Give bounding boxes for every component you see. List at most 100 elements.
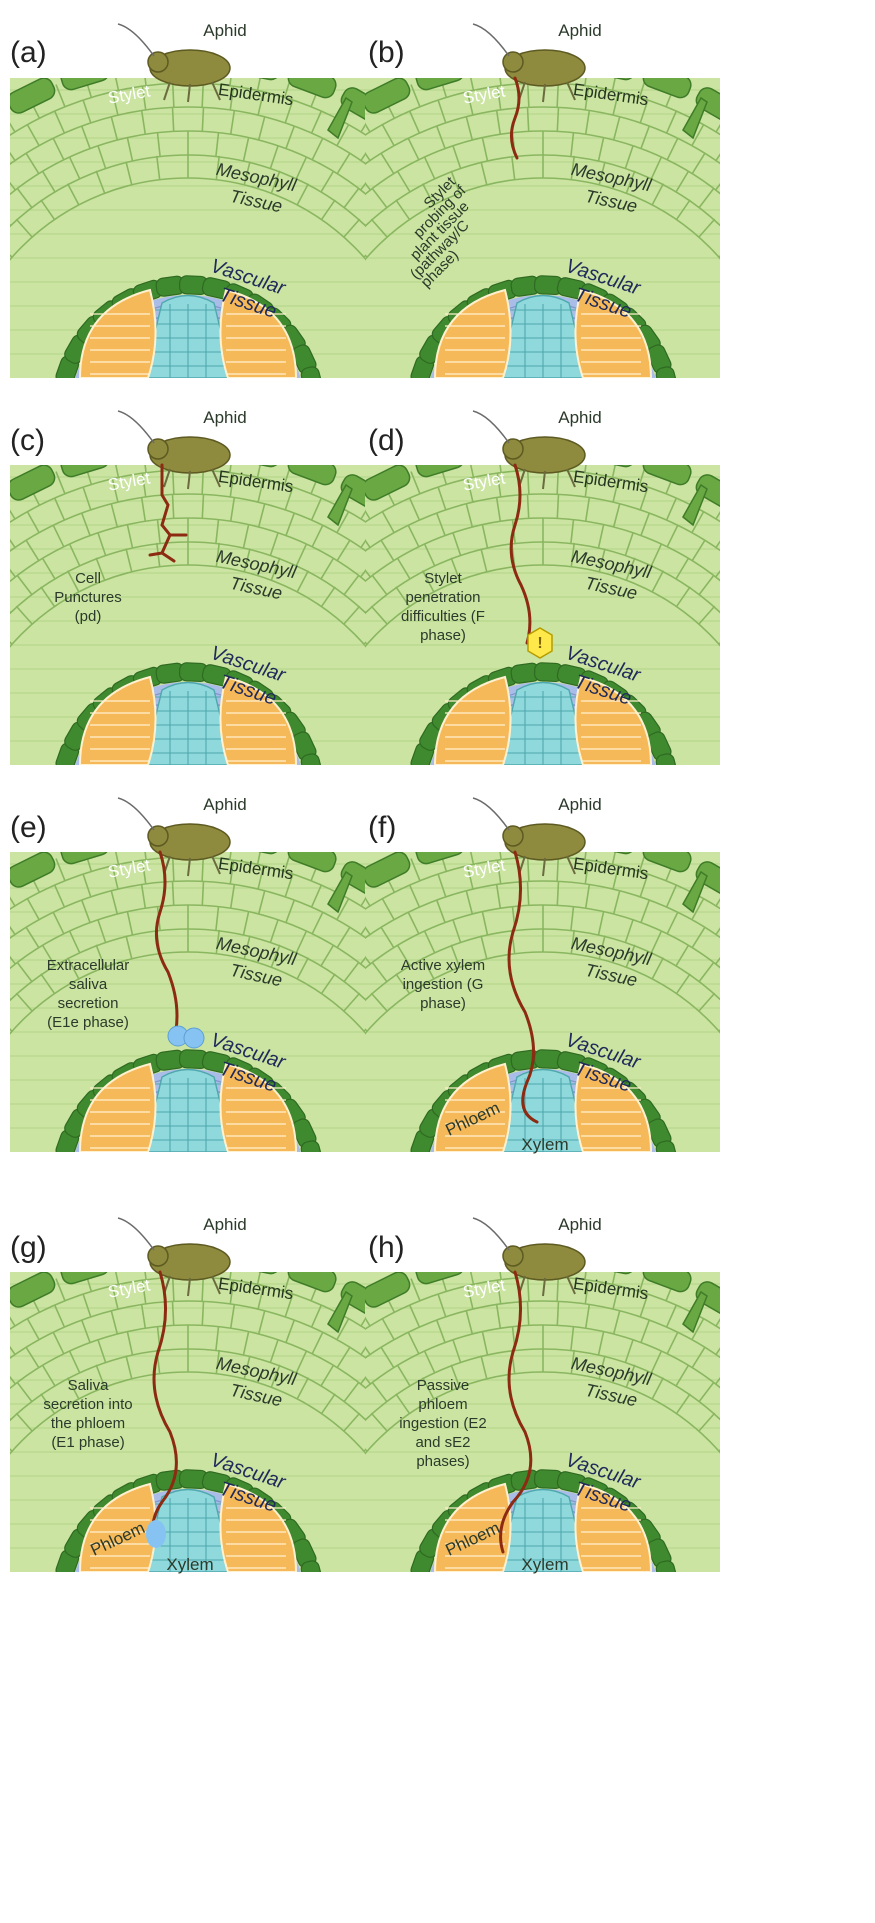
cell-wall [738,159,753,177]
cell-wall [757,988,775,1004]
cell-wall [763,321,785,330]
cell-wall [778,1396,796,1411]
warning-symbol: ! [537,635,542,652]
cell-wall [213,1592,237,1593]
cell-wall [800,1385,819,1400]
cell-wall [849,1592,873,1593]
cell-wall [739,128,753,147]
cell-wall [557,470,558,494]
cell-wall [776,1576,800,1579]
cell-wall [868,353,875,357]
cell-wall [783,1083,805,1092]
cell-wall [494,1172,518,1173]
cell-wall [801,785,825,786]
cell-wall [862,711,875,717]
cell-wall [719,1015,737,1031]
cell-wall [446,1172,470,1173]
cell-wall [286,1156,310,1159]
cell-wall [0,1402,11,1419]
cell-wall [528,470,529,494]
cell-wall [738,546,753,564]
cell-wall [854,295,875,303]
cell-wall [751,680,772,691]
cell-wall [757,642,777,655]
cell-wall [446,398,470,399]
cell-wall [862,1098,875,1104]
aphid-antenna [118,798,154,830]
cell-wall [739,902,753,921]
aphid-label: Aphid [203,795,246,814]
cell-wall [810,1026,831,1038]
cell-wall [286,382,310,385]
sheath-cell [405,1572,427,1602]
cell-wall [446,785,470,786]
cell-wall [494,398,518,399]
cell-wall [771,668,792,679]
cell-wall [517,1577,541,1579]
epidermis-cell [784,154,832,205]
cell-wall [819,738,843,743]
cell-wall [751,1487,772,1498]
cell-wall [421,1156,445,1159]
panel-letter: (h) [368,1231,405,1264]
cell-wall [868,1547,875,1551]
cell-wall [557,83,558,107]
phase-description-line: and sE2 [415,1434,470,1451]
saliva-droplet [184,1028,204,1048]
epidermis-cell [586,50,637,81]
aphid-antenna [118,24,154,56]
cell-wall [761,147,777,165]
cell-wall [190,383,214,385]
cell-wall [719,628,737,644]
cell-wall [778,589,796,604]
cell-wall [819,351,843,356]
cell-wall [736,1460,756,1474]
cell-wall [213,1172,237,1173]
cell-wall [740,1424,758,1440]
cell-wall [740,230,758,246]
aphid-antenna [118,1218,154,1250]
cell-wall [831,1434,852,1446]
cell-wall [816,989,836,1002]
epidermis-cell [784,541,832,592]
cell-wall [781,168,798,185]
cell-wall [795,1001,815,1015]
aphid-antenna [118,411,154,443]
sheath-cell [405,765,427,795]
cell-wall [528,857,529,881]
xylem-label: Xylem [166,1555,213,1574]
cell-wall [751,1067,772,1078]
cell-wall [771,351,794,357]
cell-wall [849,785,873,786]
panel-letter: (e) [10,811,47,844]
epidermis-cell [0,876,8,922]
cell-wall [737,965,754,982]
epidermis-cell [741,115,792,162]
cell-wall [800,965,819,980]
cell-wall [816,215,836,228]
cell-wall [802,292,824,301]
cell-wall [761,534,777,552]
sheath-cell [50,1152,72,1182]
aphid-label: Aphid [558,1215,601,1234]
cell-wall [854,1489,875,1497]
phase-description-line: secretion into [43,1396,132,1413]
aphid-head [148,1246,168,1266]
cell-wall [759,954,776,971]
cell-wall [801,1592,825,1593]
cell-wall [557,857,558,881]
cell-wall [783,1503,805,1512]
cell-wall [841,1111,864,1116]
cell-wall [774,1012,794,1026]
cell-wall [494,785,518,786]
cell-wall [173,857,174,881]
cell-wall [720,595,737,612]
cell-wall [798,367,822,371]
cell-wall [771,1055,792,1066]
sheath-cell [50,378,72,408]
cell-wall [833,695,856,703]
aphid-head [503,52,523,72]
cell-wall [795,227,815,241]
aphid-antenna [473,798,509,830]
